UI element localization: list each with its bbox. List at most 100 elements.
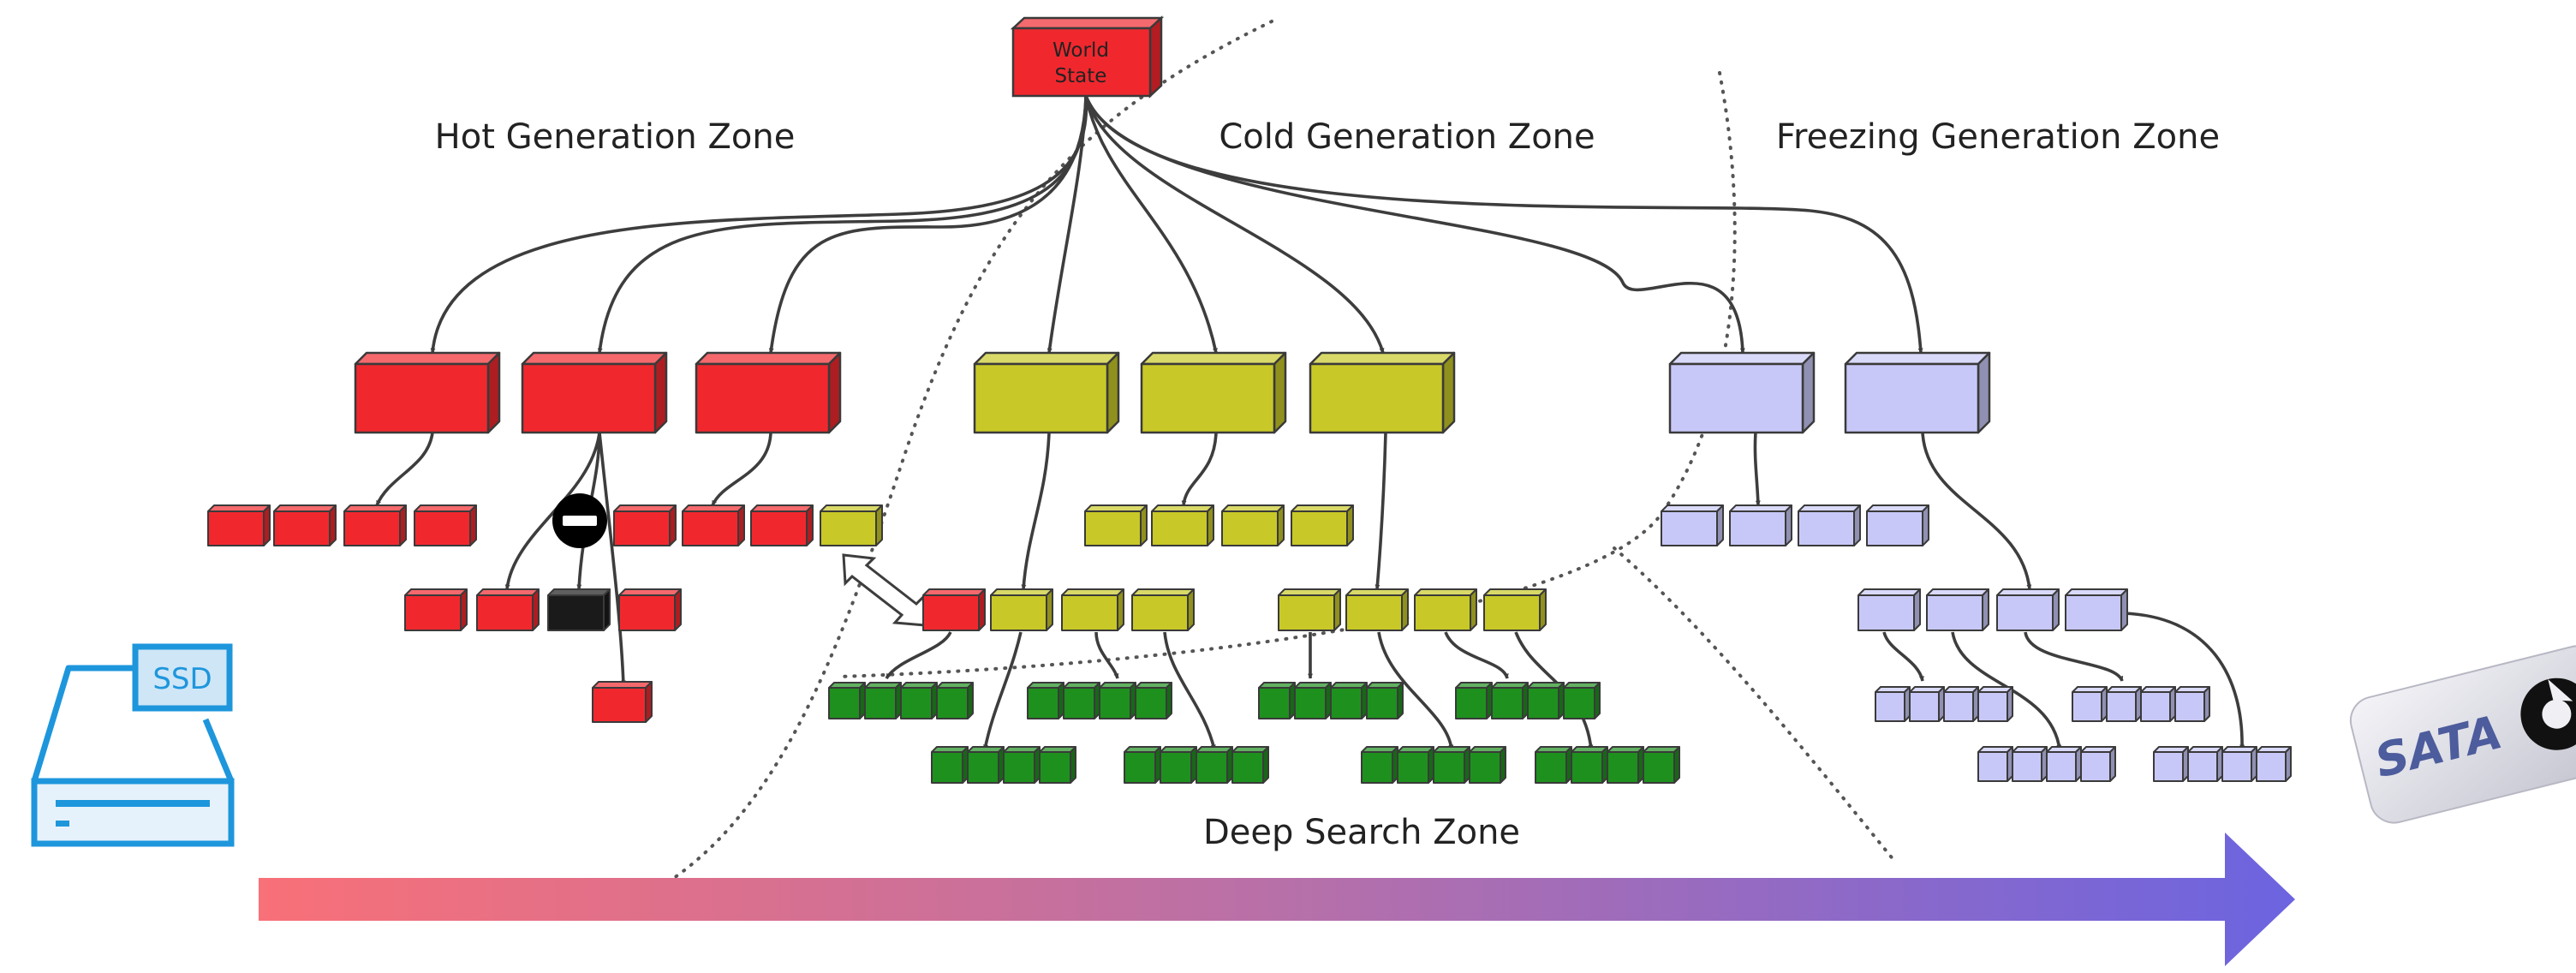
- hot-leaf: [613, 504, 677, 546]
- freezing-leaf: [2140, 686, 2176, 722]
- freezing-leaf: [1857, 588, 1921, 631]
- cold-leaf: [1291, 504, 1354, 546]
- freezing-leaf: [1866, 504, 1929, 546]
- deep-leaf: [1563, 682, 1601, 719]
- deep-leaf: [1039, 746, 1076, 784]
- ssd-drive-icon: SSD: [31, 643, 235, 847]
- cold-leaf: [1151, 504, 1214, 546]
- freezing-leaf: [2153, 746, 2189, 782]
- root-label-line2: State: [1055, 65, 1107, 87]
- deep-leaf: [1330, 682, 1368, 719]
- node-layer: [207, 351, 2292, 784]
- ssd-label: SSD: [152, 662, 212, 696]
- deep-leaf: [1003, 746, 1041, 784]
- no-entry-icon: [552, 493, 607, 548]
- hot-leaf: [476, 588, 540, 631]
- freezing-leaf: [1798, 504, 1861, 546]
- hot-leaf: [922, 588, 986, 631]
- zone-boundaries: [645, 20, 1896, 897]
- cold-leaf: [1345, 588, 1409, 631]
- cold-node: [1140, 351, 1287, 434]
- deep-leaf: [1491, 682, 1529, 719]
- deep-leaf: [1124, 746, 1161, 784]
- cold-zone-label: Cold Generation Zone: [1219, 117, 1595, 157]
- freezing-leaf: [2012, 746, 2048, 782]
- bidirectional-arrow-icon: [842, 553, 927, 627]
- freezing-leaf: [2256, 746, 2292, 782]
- freezing-zone-label: Freezing Generation Zone: [1776, 117, 2220, 157]
- cold-leaf: [1278, 588, 1341, 631]
- deep-leaf: [931, 746, 969, 784]
- freezing-node: [1668, 351, 1816, 434]
- cold-leaf: [1414, 588, 1477, 631]
- cold-leaf: [1084, 504, 1148, 546]
- child-edges: [375, 432, 2245, 750]
- hot-zone-label: Hot Generation Zone: [435, 117, 796, 157]
- deep-leaf: [1361, 746, 1398, 784]
- freezing-leaf: [1661, 504, 1724, 546]
- freezing-leaf: [2221, 746, 2257, 782]
- deep-leaf: [967, 746, 1005, 784]
- deep-leaf: [1366, 682, 1404, 719]
- cold-leaf: [1221, 504, 1285, 546]
- deep-leaf: [936, 682, 974, 719]
- freezing-leaf: [1875, 686, 1911, 722]
- cold-node: [973, 351, 1120, 434]
- freezing-leaf: [1977, 686, 2013, 722]
- deep-leaf: [1231, 746, 1269, 784]
- freezing-leaf: [2065, 588, 2128, 631]
- deep-leaf: [1258, 682, 1296, 719]
- deep-leaf: [1571, 746, 1608, 784]
- hot-leaf: [343, 504, 407, 546]
- deep-leaf: [900, 682, 938, 719]
- deep-leaf: [828, 682, 866, 719]
- freezing-node: [1844, 351, 1991, 434]
- hot-leaf: [404, 588, 468, 631]
- hot-leaf: [207, 504, 271, 546]
- deep-leaf: [1027, 682, 1064, 719]
- hot-leaf: [682, 504, 745, 546]
- hot-leaf: [273, 504, 337, 546]
- deep-zone-label: Deep Search Zone: [1203, 813, 1520, 852]
- hot-leaf: [618, 588, 682, 631]
- freezing-leaf: [2080, 746, 2116, 782]
- freezing-leaf: [2072, 686, 2108, 722]
- hot-leaf: [592, 681, 653, 723]
- freezing-leaf: [1977, 746, 2013, 782]
- deep-leaf: [864, 682, 902, 719]
- deep-leaf: [1455, 682, 1493, 719]
- root-label-line1: World: [1052, 39, 1109, 62]
- deep-leaf: [1535, 746, 1572, 784]
- cold-leaf: [990, 588, 1053, 631]
- cold-leaf: [1061, 588, 1124, 631]
- cold-freezing-boundary: [838, 71, 1737, 678]
- sata-logo-icon: SATA: [2349, 645, 2576, 824]
- deep-leaf: [1607, 746, 1644, 784]
- hot-node: [354, 351, 501, 434]
- hot-leaf: [750, 504, 814, 546]
- cold-node: [1309, 351, 1456, 434]
- evicted-leaf: [547, 588, 611, 631]
- deep-zone-boundary: [1613, 546, 1896, 863]
- deep-leaf: [1527, 682, 1565, 719]
- freezing-leaf: [1729, 504, 1792, 546]
- deep-leaf: [1397, 746, 1434, 784]
- freezing-leaf: [2187, 746, 2223, 782]
- deep-leaf: [1643, 746, 1680, 784]
- deep-leaf: [1433, 746, 1470, 784]
- cold-leaf: [1131, 588, 1195, 631]
- root-edges: [430, 95, 1923, 354]
- freezing-leaf: [2046, 746, 2082, 782]
- hot-node: [695, 351, 842, 434]
- freezing-leaf: [1926, 588, 1989, 631]
- deep-leaf: [1469, 746, 1506, 784]
- hot-node: [521, 351, 668, 434]
- freezing-leaf: [2106, 686, 2142, 722]
- deep-leaf: [1063, 682, 1100, 719]
- deep-leaf: [1196, 746, 1233, 784]
- root-box: [1010, 15, 1165, 98]
- freezing-leaf: [1996, 588, 2060, 631]
- world-state-node: World State: [1010, 15, 1165, 98]
- freezing-leaf: [1943, 686, 1979, 722]
